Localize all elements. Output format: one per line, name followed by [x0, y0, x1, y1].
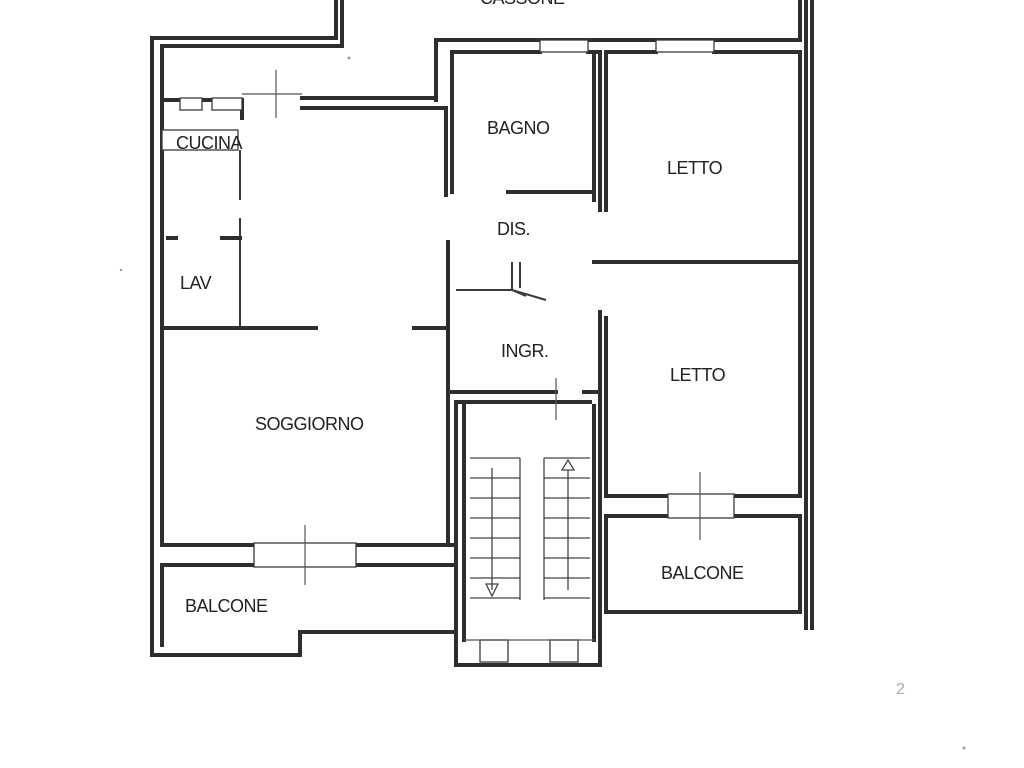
- label-letto-2: LETTO: [670, 365, 726, 385]
- label-dis: DIS.: [497, 219, 530, 239]
- windows: [161, 39, 735, 663]
- label-lav: LAV: [180, 273, 212, 293]
- label-cucina: CUCINA: [176, 133, 242, 153]
- label-balcone-right: BALCONE: [661, 563, 744, 583]
- label-ingr: INGR.: [501, 341, 549, 361]
- corner-mark: 2: [896, 681, 905, 698]
- label-soggiorno: SOGGIORNO: [255, 414, 364, 434]
- top-cut-label: CASSONE: [480, 0, 565, 8]
- staircase: [470, 457, 590, 600]
- paper-specks: [119, 56, 966, 750]
- label-bagno: BAGNO: [487, 118, 550, 138]
- label-letto-1: LETTO: [667, 158, 723, 178]
- room-labels: CASSONE CUCINA LAV BAGNO LETTO DIS. INGR…: [176, 0, 906, 698]
- label-balcone-left: BALCONE: [185, 596, 268, 616]
